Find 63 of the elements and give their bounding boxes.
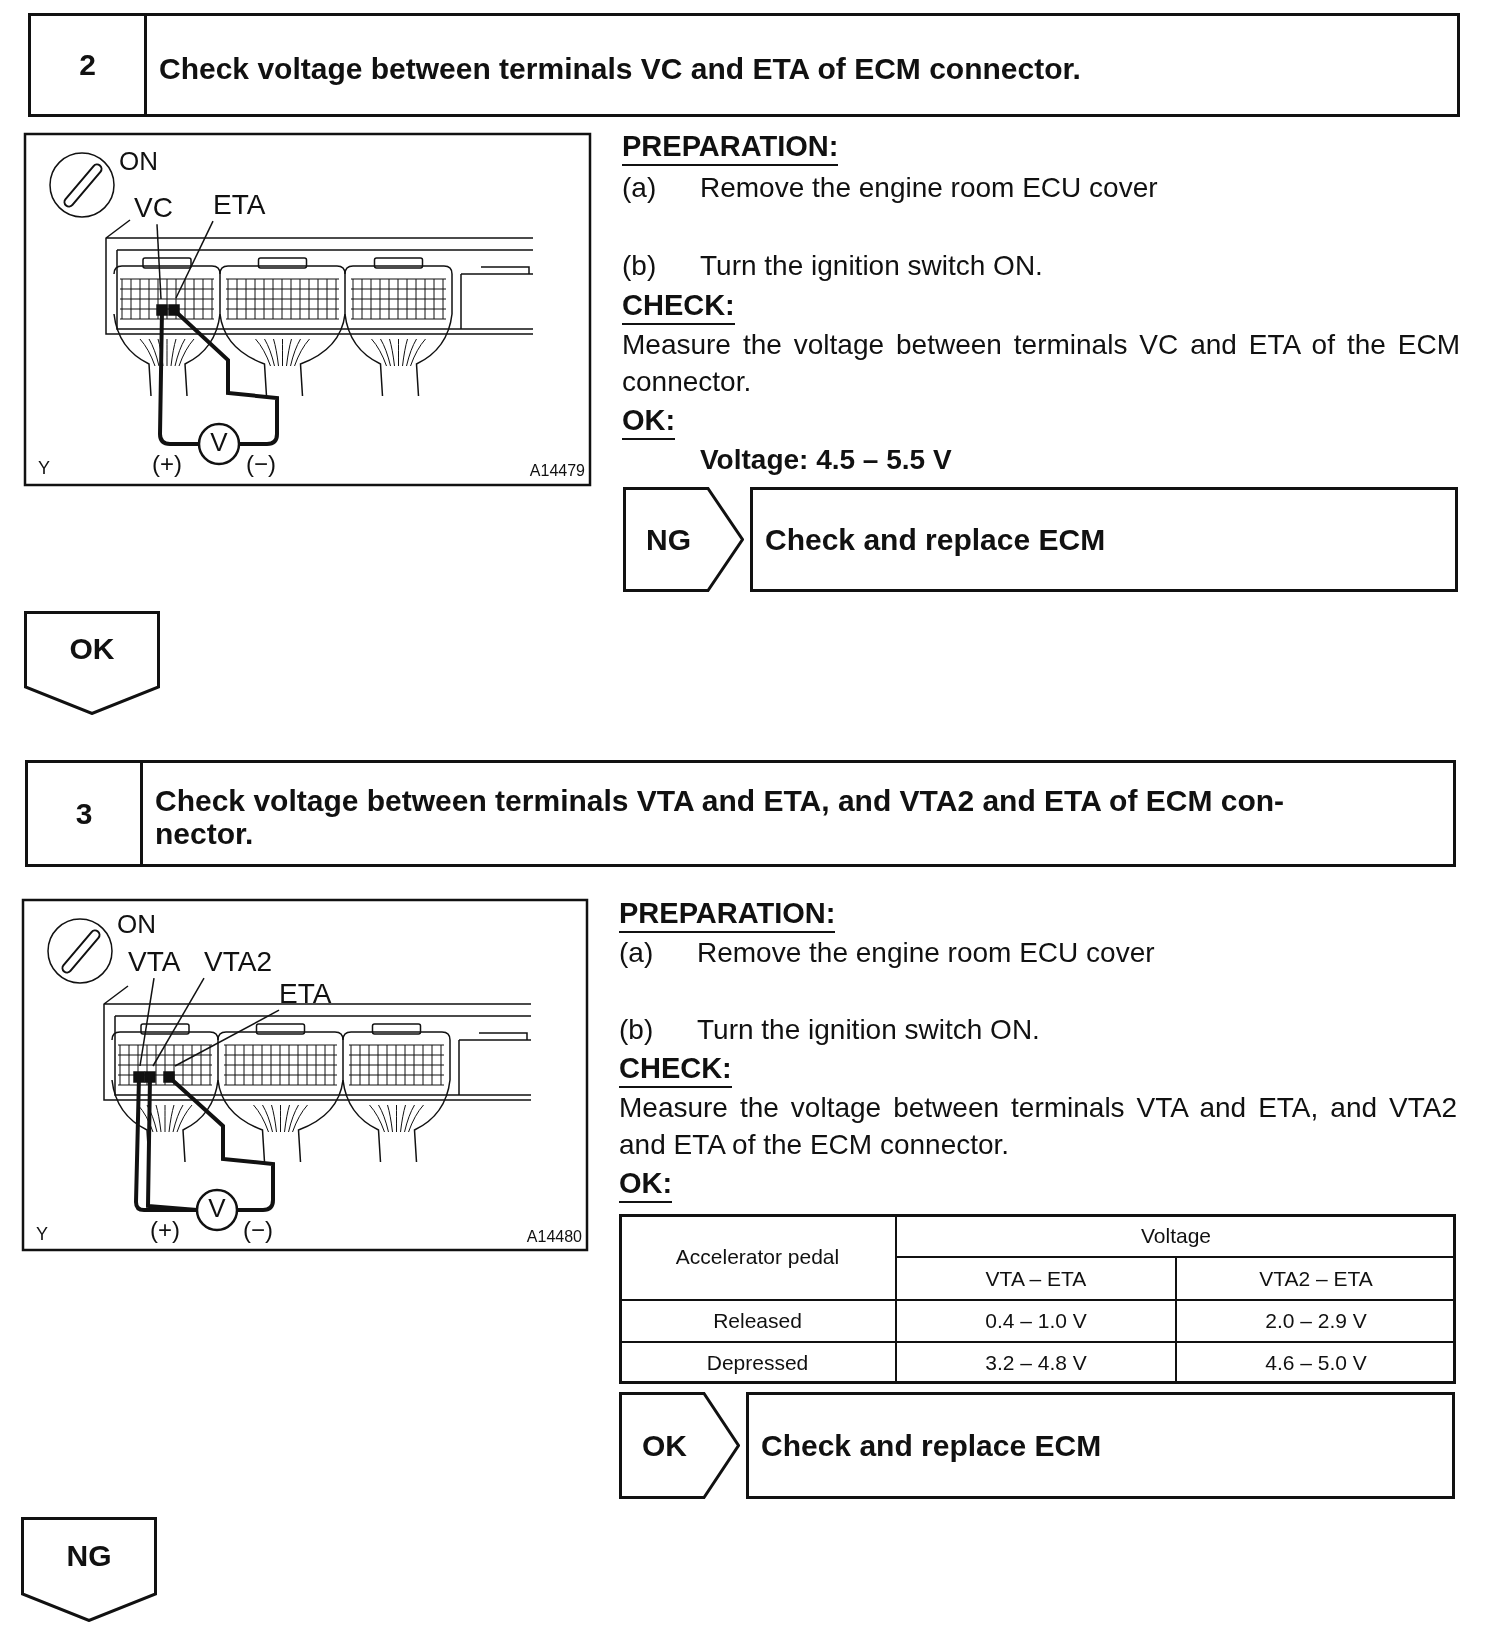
list-marker: (b) [619, 1014, 654, 1047]
figure-code: A14479 [529, 462, 585, 481]
list-marker: (a) [622, 172, 657, 205]
table-cell: Released [619, 1300, 896, 1342]
table-cell: 4.6 – 5.0 V [1176, 1342, 1456, 1384]
list-marker: (a) [619, 937, 654, 970]
terminal-label: ETA [213, 189, 266, 222]
leader-line [175, 220, 214, 299]
section-heading: OK: [622, 404, 676, 441]
leader-line [152, 977, 205, 1067]
leader-line [139, 977, 155, 1067]
switch-label: ON [119, 147, 158, 177]
instruction-text: Turn the ignition switch ON. [697, 1014, 1040, 1047]
spec-value: Voltage: 4.5 – 5.5 V [700, 444, 952, 477]
result-label: NG [66, 1538, 112, 1573]
table-cell: VTA – ETA [896, 1257, 1176, 1300]
result-label: NG [646, 522, 691, 557]
table-cell: VTA2 – ETA [1176, 1257, 1456, 1300]
result-text: Check and replace ECM [761, 1428, 1102, 1463]
polarity-label: (+) [150, 1216, 180, 1244]
terminal-label: VTA [128, 946, 181, 979]
section-heading: PREPARATION: [619, 897, 836, 934]
step-number: 2 [31, 16, 147, 114]
figure-letter: Y [36, 1224, 48, 1245]
meter-symbol: V [207, 1194, 227, 1225]
step-number: 3 [28, 763, 143, 864]
figure-code: A14480 [526, 1228, 582, 1247]
result-box [746, 1392, 1455, 1499]
section-heading: CHECK: [619, 1052, 732, 1089]
leader-line [174, 1009, 280, 1067]
terminal-label: VTA2 [204, 946, 272, 979]
switch-label: ON [117, 910, 156, 940]
leader-line [156, 223, 162, 300]
table-cell: 0.4 – 1.0 V [896, 1300, 1176, 1342]
table-cell: Depressed [619, 1342, 896, 1384]
meter-symbol: V [209, 428, 229, 459]
section-heading: OK: [619, 1167, 673, 1204]
step-title: Check voltage between terminals VC and ETA of ECM connector. [158, 50, 1082, 87]
step-header [25, 760, 1456, 867]
table-cell: Accelerator pedal [619, 1214, 896, 1300]
step-title: Check voltage between terminals VTA and ETA, and VTA2 and ETA of ECM con- nector. [154, 782, 1286, 852]
figure-letter: Y [38, 458, 50, 479]
instruction-text: Measure the voltage between terminals VTA and ETA, and VTA2 and ETA of the ECM connector. [619, 1091, 1457, 1162]
instruction-text: Remove the engine room ECU cover [697, 937, 1155, 970]
section-heading: CHECK: [622, 289, 735, 326]
step-header [28, 13, 1460, 117]
result-box [750, 487, 1458, 592]
polarity-label: (+) [152, 450, 182, 478]
result-label: OK [69, 632, 115, 666]
terminal-label: VC [134, 192, 173, 225]
table-cell: 2.0 – 2.9 V [1176, 1300, 1456, 1342]
table-cell: 3.2 – 4.8 V [896, 1342, 1176, 1384]
result-label: OK [642, 1428, 687, 1463]
polarity-label: (−) [246, 450, 276, 478]
table-cell: Voltage [896, 1214, 1456, 1257]
instruction-text: Measure the voltage between terminals VC and ETA of the ECM connector. [622, 328, 1460, 399]
instruction-text: Turn the ignition switch ON. [700, 250, 1043, 283]
instruction-text: Remove the engine room ECU cover [700, 172, 1158, 205]
list-marker: (b) [622, 250, 657, 283]
result-text: Check and replace ECM [765, 522, 1106, 557]
polarity-label: (−) [243, 1216, 273, 1244]
terminal-label: ETA [279, 978, 332, 1011]
section-heading: PREPARATION: [622, 130, 839, 167]
